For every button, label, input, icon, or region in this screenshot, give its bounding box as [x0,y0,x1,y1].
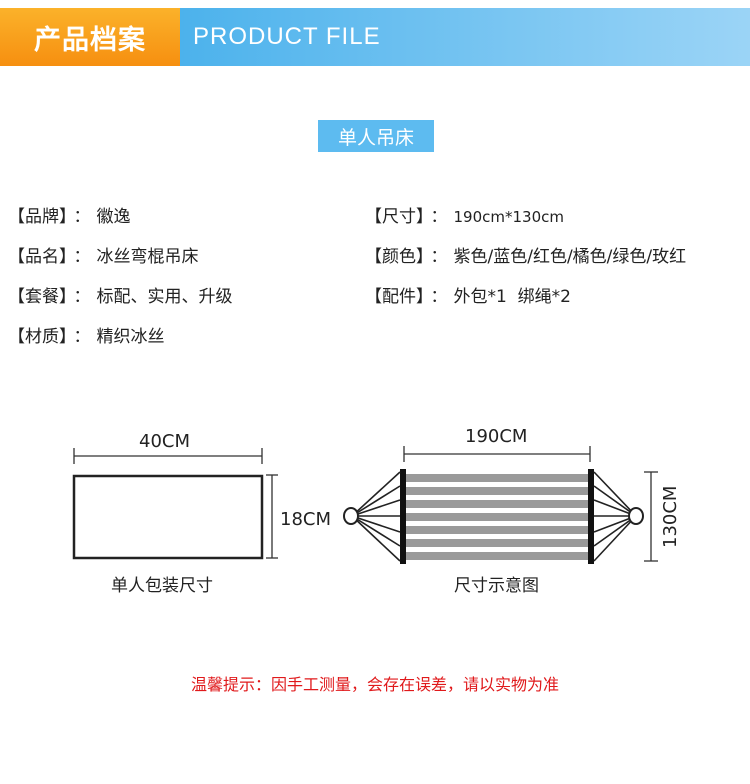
spec-colors: 【颜色】：紫色/蓝色/红色/橘色/绿色/玫红 [365,242,686,267]
spec-label: 【套餐】 [8,287,68,307]
header-banner: 产品档案 PRODUCT FILE [0,8,750,66]
section-title: 单人吊床 [318,120,434,152]
spec-value: 紫色/蓝色/红色/橘色/绿色/玫红 [453,247,687,267]
hammock-body [400,469,594,564]
spec-separator: ： [73,287,91,307]
hammock-spreader-bar-right [588,469,594,564]
spec-separator: ： [430,287,448,307]
hammock-stripe [404,552,590,560]
spec-separator: ： [430,207,448,227]
spec-label: 【尺寸】 [365,207,425,227]
spec-separator: ： [430,247,448,267]
package-width-label: 40CM [139,431,191,452]
spec-size: 【尺寸】： 190cm*130cm [365,202,564,227]
spec-product-name: 【品名】：冰丝弯棍吊床 [8,242,199,267]
spec-accessories: 【配件】：外包*1 绑绳*2 [365,282,571,307]
hammock-caption: 尺寸示意图 [454,576,539,596]
package-height-dimension [266,474,278,559]
spec-value: 外包*1 绑绳*2 [453,287,571,307]
hammock-width-label: 190CM [465,426,528,447]
spec-value: 冰丝弯棍吊床 [96,247,199,267]
package-height-label: 18CM [280,509,332,530]
spec-brand: 【品牌】：徽逸 [8,202,131,227]
hammock-ring-left [343,507,359,525]
spec-label: 【品名】 [8,247,68,267]
hammock-stripe [404,500,590,508]
hammock-stripe [404,539,590,547]
hammock-height-label: 130CM [660,485,681,548]
hammock-ring-right [628,507,644,525]
spec-material: 【材质】：精织冰丝 [8,322,165,347]
hammock-stripe [404,474,590,482]
spec-label: 【配件】 [365,287,425,307]
spec-value: 标配、实用、升级 [96,287,233,307]
banner-title-en: PRODUCT FILE [180,8,750,66]
package-box [72,474,264,560]
measurement-notice: 温馨提示：因手工测量，会存在误差，请以实物为准 [190,675,559,694]
spec-label: 【颜色】 [365,247,425,267]
package-caption: 单人包装尺寸 [111,576,213,596]
hammock-stripe [404,526,590,534]
spec-label: 【材质】 [8,327,68,347]
hammock-stripe [404,487,590,495]
spec-separator: ： [73,247,91,267]
spec-value: 精织冰丝 [96,327,165,347]
hammock-spreader-bar-left [400,469,406,564]
package-width-dimension [73,448,263,464]
hammock-stripe [404,513,590,521]
spec-value: 190cm*130cm [453,208,564,226]
banner-title-cn: 产品档案 [0,8,180,66]
spec-label: 【品牌】 [8,207,68,227]
spec-value: 徽逸 [96,207,131,227]
hammock-width-dimension [403,446,591,462]
spec-separator: ： [73,327,91,347]
spec-package: 【套餐】：标配、实用、升级 [8,282,233,307]
spec-separator: ： [73,207,91,227]
hammock-height-dimension [644,471,658,562]
hammock-ropes-left [351,471,401,562]
